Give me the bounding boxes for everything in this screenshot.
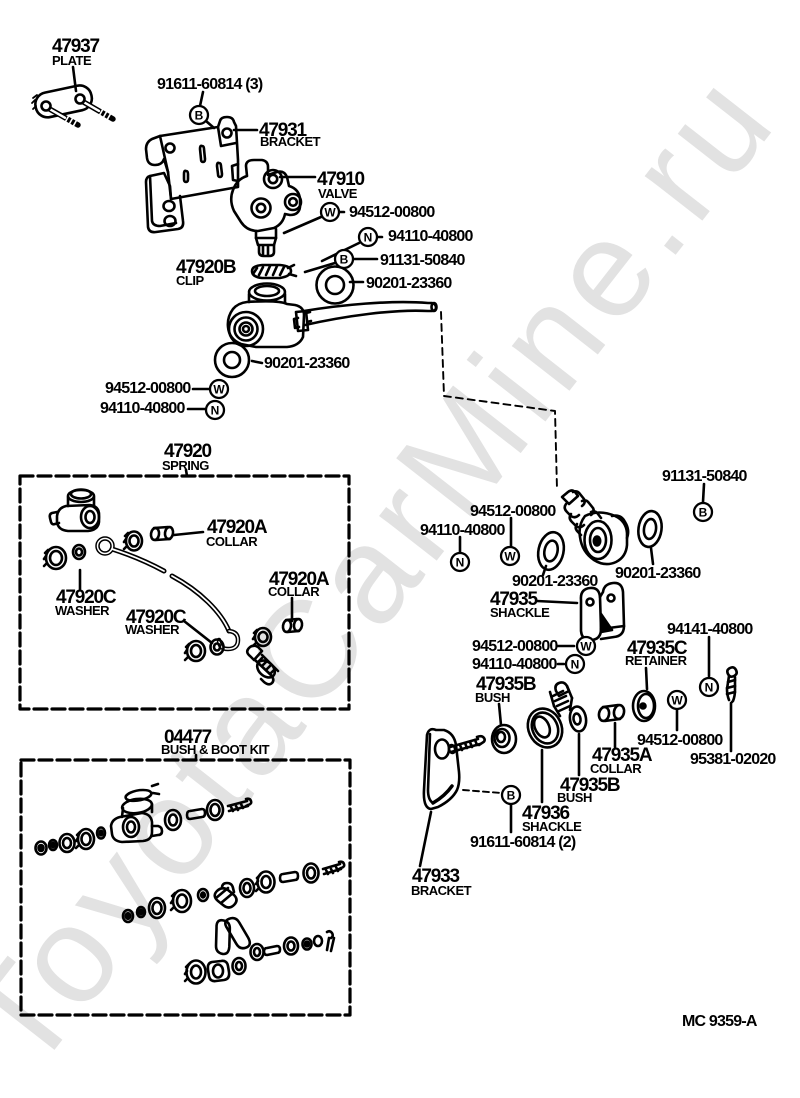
svg-text:B: B [340,253,349,267]
svg-text:B: B [195,109,204,123]
svg-text:47935A: 47935A [592,745,653,766]
svg-text:47920A: 47920A [207,517,268,538]
svg-text:SHACKLE: SHACKLE [490,605,550,620]
svg-text:N: N [211,404,220,418]
svg-text:47937: 47937 [52,36,99,57]
svg-text:N: N [456,556,465,570]
svg-text:47910: 47910 [317,169,364,190]
svg-text:BRACKET: BRACKET [411,883,472,898]
svg-text:90201-23360: 90201-23360 [615,565,701,582]
svg-text:SPRING: SPRING [162,458,209,473]
svg-text:VALVE: VALVE [318,186,358,201]
svg-text:94110-40800: 94110-40800 [388,228,474,245]
svg-text:BUSH: BUSH [557,790,592,805]
svg-text:94110-40800: 94110-40800 [420,522,506,539]
svg-text:47920C: 47920C [126,607,187,628]
svg-text:90201-23360: 90201-23360 [512,573,598,590]
svg-text:CLIP: CLIP [176,273,204,288]
svg-text:47920C: 47920C [56,587,117,608]
svg-text:RETAINER: RETAINER [625,653,688,668]
svg-text:COLLAR: COLLAR [268,584,320,599]
svg-text:94512-00800: 94512-00800 [472,638,558,655]
svg-text:BUSH & BOOT KIT: BUSH & BOOT KIT [161,742,270,757]
svg-text:COLLAR: COLLAR [590,761,642,776]
svg-text:94141-40800: 94141-40800 [667,621,753,638]
svg-text:47920B: 47920B [176,257,236,278]
svg-text:91611-60814 (3): 91611-60814 (3) [157,76,263,93]
svg-text:WASHER: WASHER [55,603,110,618]
svg-text:04477: 04477 [164,727,211,748]
svg-text:WASHER: WASHER [125,622,180,637]
svg-text:47933: 47933 [412,866,459,887]
svg-text:94512-00800: 94512-00800 [105,380,191,397]
svg-text:94110-40800: 94110-40800 [100,400,186,417]
svg-text:47935B: 47935B [560,775,620,796]
svg-text:94110-40800: 94110-40800 [472,656,558,673]
svg-text:W: W [324,206,336,220]
svg-text:N: N [705,681,714,695]
svg-text:BRACKET: BRACKET [260,134,321,149]
svg-text:95381-02020: 95381-02020 [690,751,776,768]
svg-text:91611-60814 (2): 91611-60814 (2) [470,834,576,851]
svg-text:B: B [507,789,516,803]
svg-text:90201-23360: 90201-23360 [264,355,350,372]
svg-text:47920: 47920 [164,441,211,462]
svg-text:47935B: 47935B [476,674,536,695]
svg-text:B: B [699,506,708,520]
svg-text:47936: 47936 [522,803,569,824]
svg-text:PLATE: PLATE [52,53,92,68]
svg-text:94512-00800: 94512-00800 [470,503,556,520]
svg-text:W: W [504,550,516,564]
svg-text:COLLAR: COLLAR [206,534,258,549]
svg-text:47920A: 47920A [269,569,330,590]
svg-text:91131-50840: 91131-50840 [662,468,748,485]
svg-text:W: W [213,383,225,397]
svg-text:W: W [580,640,592,654]
svg-text:SHACKLE: SHACKLE [522,819,582,834]
svg-text:47935C: 47935C [627,638,688,659]
svg-text:91131-50840: 91131-50840 [380,252,466,269]
svg-text:94512-00800: 94512-00800 [349,204,435,221]
svg-text:47931: 47931 [259,120,307,141]
svg-text:N: N [571,658,580,672]
svg-text:90201-23360: 90201-23360 [366,275,452,292]
svg-text:BUSH: BUSH [475,690,510,705]
svg-text:MC 9359-A: MC 9359-A [682,1013,758,1030]
svg-text:W: W [671,694,683,708]
svg-text:94512-00800: 94512-00800 [637,732,723,749]
svg-text:N: N [364,231,373,245]
svg-text:47935: 47935 [490,589,538,610]
